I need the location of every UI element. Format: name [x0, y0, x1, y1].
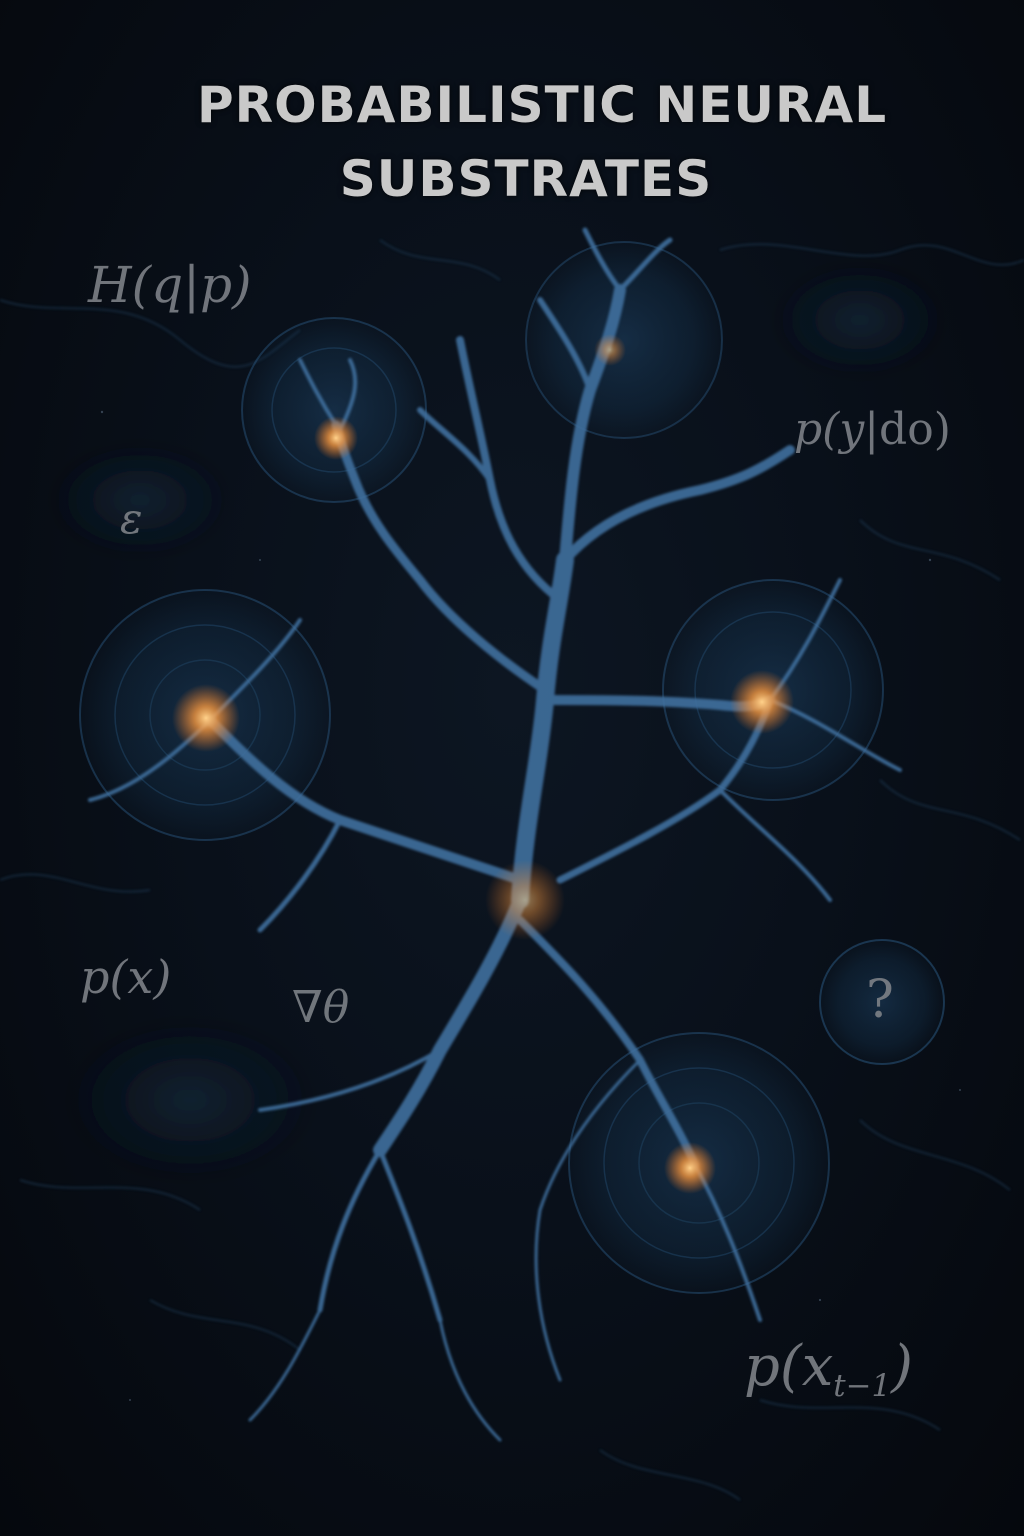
intervention-formula: p(y|do)	[794, 404, 951, 455]
epsilon-symbol: ε	[120, 494, 143, 543]
px-formula: p(x)	[80, 950, 172, 1004]
poster-title-line-1: PROBABILISTIC NEURAL	[196, 76, 888, 134]
question-mark: ?	[866, 970, 894, 1030]
background-capillaries	[0, 239, 1024, 1501]
glowing-neuron-cores	[172, 334, 794, 1194]
entropy-formula: H(q|p)	[88, 256, 252, 314]
smoke-clouds	[45, 260, 950, 1185]
poster-title-line-2: SUBSTRATES	[339, 150, 713, 208]
dust-specks	[100, 159, 961, 1401]
transition-formula: p(xt−1)	[744, 1334, 913, 1404]
gradient-formula: ∇θ	[292, 982, 350, 1033]
question-halo	[819, 939, 945, 1065]
